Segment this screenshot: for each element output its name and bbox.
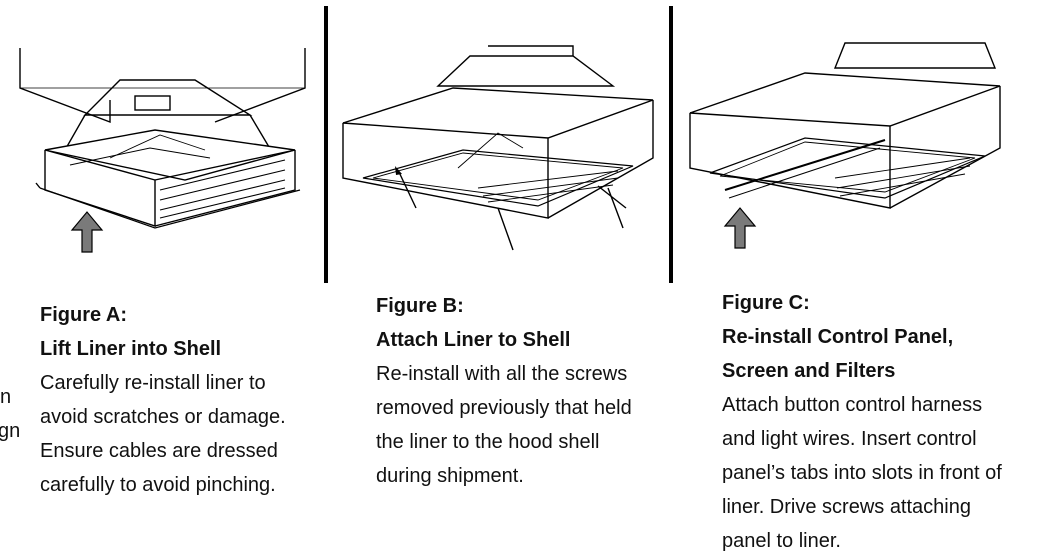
figure-b-caption: Figure B: Attach Liner to Shell Re-insta… [376, 289, 632, 493]
up-arrow-icon [70, 211, 104, 253]
column-divider-2 [669, 6, 673, 283]
figure-a-illustration [19, 48, 306, 253]
figure-c-body-line: liner. Drive screws attaching [722, 496, 971, 518]
figure-b-body-line: the liner to the hood shell [376, 431, 600, 453]
figure-a-caption: Figure A: Lift Liner into Shell Carefull… [40, 298, 286, 502]
figure-a-body-line: Carefully re-install liner to [40, 372, 266, 394]
figure-a-title: Lift Liner into Shell [40, 338, 222, 360]
figure-c-caption: Figure C: Re-install Control Panel, Scre… [722, 286, 1002, 558]
figure-b-label: Figure B: [376, 295, 464, 317]
figure-b-illustration [342, 45, 654, 251]
figure-c-body-line: Attach button control harness [722, 394, 983, 416]
up-arrow-icon-c [723, 207, 757, 249]
figure-b-body-line: removed previously that held [376, 397, 632, 419]
figure-a-body-line: avoid scratches or damage. [40, 406, 286, 428]
column-divider-1 [324, 6, 328, 283]
cutoff-text-1: n [0, 386, 12, 408]
cutoff-text-2: gn [0, 420, 21, 442]
figure-b-body-line: Re-install with all the screws [376, 363, 628, 385]
figure-c-title: Re-install Control Panel, [722, 326, 954, 348]
figure-a-body-line: Ensure cables are dressed [40, 440, 278, 462]
figure-b-body-line: during shipment. [376, 465, 524, 487]
figure-c-body-line: panel to liner. [722, 530, 841, 552]
figure-c-body-line: and light wires. Insert control [722, 428, 977, 450]
figure-c-body-line: panel’s tabs into slots in front of [722, 462, 1002, 484]
figure-b-title: Attach Liner to Shell [376, 329, 571, 351]
figure-c-illustration [689, 42, 1001, 249]
figure-a-label: Figure A: [40, 304, 128, 326]
figure-c-label: Figure C: [722, 292, 810, 314]
figure-a-body-line: carefully to avoid pinching. [40, 474, 276, 496]
figure-c-title: Screen and Filters [722, 360, 896, 382]
